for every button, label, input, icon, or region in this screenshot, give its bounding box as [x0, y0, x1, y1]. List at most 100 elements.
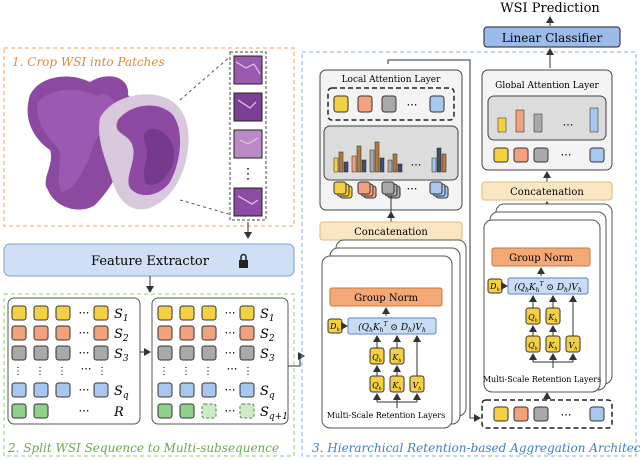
local-bar — [343, 161, 349, 173]
wsi-prediction-label: WSI Prediction — [500, 1, 600, 16]
local-bar — [431, 157, 437, 173]
global-input-tokens: ⋯ — [493, 147, 605, 163]
seq-token — [201, 345, 217, 361]
retention-product: (QhKhT ⊙ Dh)Vh — [514, 281, 582, 294]
local-bar — [441, 153, 447, 173]
local-attention-label: Local Attention Layer — [342, 75, 442, 85]
global-bar — [533, 113, 543, 133]
row-vdots: ⋮ — [159, 366, 169, 377]
patch-1 — [233, 55, 263, 85]
local-bar — [387, 159, 393, 173]
seq-token — [239, 345, 255, 361]
row-vdots: ⋮ — [35, 366, 45, 377]
row-dots: ⋯ — [225, 404, 236, 417]
row-dots: ⋯ — [81, 362, 92, 375]
seq-token — [157, 403, 173, 419]
seq-padding-token — [239, 403, 255, 419]
global-input-sequence — [481, 399, 613, 429]
seq-token — [201, 382, 217, 398]
row-dots: ⋯ — [225, 306, 236, 319]
local-input-token — [357, 181, 371, 195]
retention-product-box — [347, 317, 437, 335]
crop-section-border — [3, 47, 295, 227]
seq-label: S1 — [260, 307, 275, 324]
seq-token — [239, 382, 255, 398]
qkv-label: Qh — [528, 341, 538, 352]
seq-token — [33, 403, 49, 419]
crop-section-title: 1. Crop WSI into Patches — [12, 55, 165, 69]
hier-section-title: 3. Hierarchical Retention-based Aggregat… — [312, 441, 640, 455]
global-group-norm-label: Group Norm — [509, 253, 573, 264]
seq-label: R — [113, 405, 124, 420]
local-attention-layer: Local Attention Layer — [319, 69, 463, 211]
local-input-token-stacks: ⋯ — [333, 181, 449, 199]
local-bar — [397, 163, 403, 173]
qkv-label: Kh — [391, 381, 401, 392]
local-msr-label: Multi-Scale Retention Layers — [327, 411, 445, 420]
local-bar — [369, 149, 375, 173]
linear-classifier-label: Linear Classifier — [502, 31, 603, 45]
global-msr-panel — [483, 219, 601, 393]
row-dots: ⋯ — [225, 346, 236, 359]
seq-token — [33, 305, 49, 321]
dots: ⋯ — [411, 158, 422, 171]
linear-classifier-box — [483, 26, 621, 48]
dots: ⋯ — [407, 182, 418, 195]
global-token — [589, 147, 605, 163]
row-dots: ⋯ — [79, 326, 90, 339]
seq-token — [201, 305, 217, 321]
seq-token — [157, 382, 173, 398]
seq-label: Sq — [260, 384, 275, 401]
row-vdots: ⋮ — [57, 366, 67, 377]
row-vdots: ⋮ — [181, 366, 191, 377]
seq-token — [201, 325, 217, 341]
seq-token — [11, 325, 27, 341]
local-bar — [436, 147, 442, 173]
seq-label: S3 — [114, 347, 129, 364]
seq-token — [11, 403, 27, 419]
global-attention-bars: ⋯ — [497, 107, 599, 133]
qkv-label: Qh — [528, 313, 538, 324]
seq-token — [55, 325, 71, 341]
local-output-token — [429, 95, 445, 113]
seq-token — [179, 325, 195, 341]
local-bar — [379, 157, 385, 173]
row-dots: ⋯ — [79, 346, 90, 359]
qkv-label: Kh — [547, 313, 557, 324]
local-attention-bars: ⋯ — [333, 141, 447, 173]
local-bar — [374, 141, 380, 173]
local-bar — [338, 151, 344, 173]
feature-extractor-box — [3, 243, 295, 277]
local-input-token — [381, 181, 395, 195]
seq-right-grid: ⋯S1⋯S2⋯S3⋮⋮⋮⋯⋮⋯Sq⋯Sq+1 — [157, 305, 288, 422]
seq-left-grid: ⋯S1⋯S2⋯S3⋮⋮⋮⋯⋮⋯Sq⋯R — [11, 305, 129, 420]
global-token — [513, 147, 529, 163]
decay-matrix-label: Dh — [489, 282, 500, 293]
global-bar — [589, 107, 599, 133]
row-dots: ⋯ — [79, 404, 90, 417]
hier-section-border — [301, 51, 637, 457]
row-vdots: ⋮ — [203, 366, 213, 377]
local-output-token — [357, 95, 373, 113]
dots: ⋯ — [561, 148, 572, 161]
local-group-norm-label: Group Norm — [354, 293, 418, 304]
seq-token — [239, 325, 255, 341]
local-bar — [361, 159, 367, 173]
seq-label: Sq — [114, 384, 129, 401]
global-concatenation-box — [481, 181, 613, 201]
seq-token — [11, 305, 27, 321]
local-concatenation-label: Concatenation — [354, 227, 428, 238]
local-output-token — [333, 95, 349, 113]
seq-token — [93, 305, 109, 321]
global-seq-token — [589, 406, 605, 422]
row-dots: ⋯ — [225, 383, 236, 396]
global-concatenation-label: Concatenation — [510, 187, 584, 198]
global-sequence-tokens: ⋯ — [493, 406, 605, 422]
qkv-label: Qh — [372, 353, 382, 364]
seq-label: S1 — [114, 307, 129, 324]
dots: ⋯ — [561, 408, 572, 421]
row-vdots: ⋮ — [13, 366, 23, 377]
